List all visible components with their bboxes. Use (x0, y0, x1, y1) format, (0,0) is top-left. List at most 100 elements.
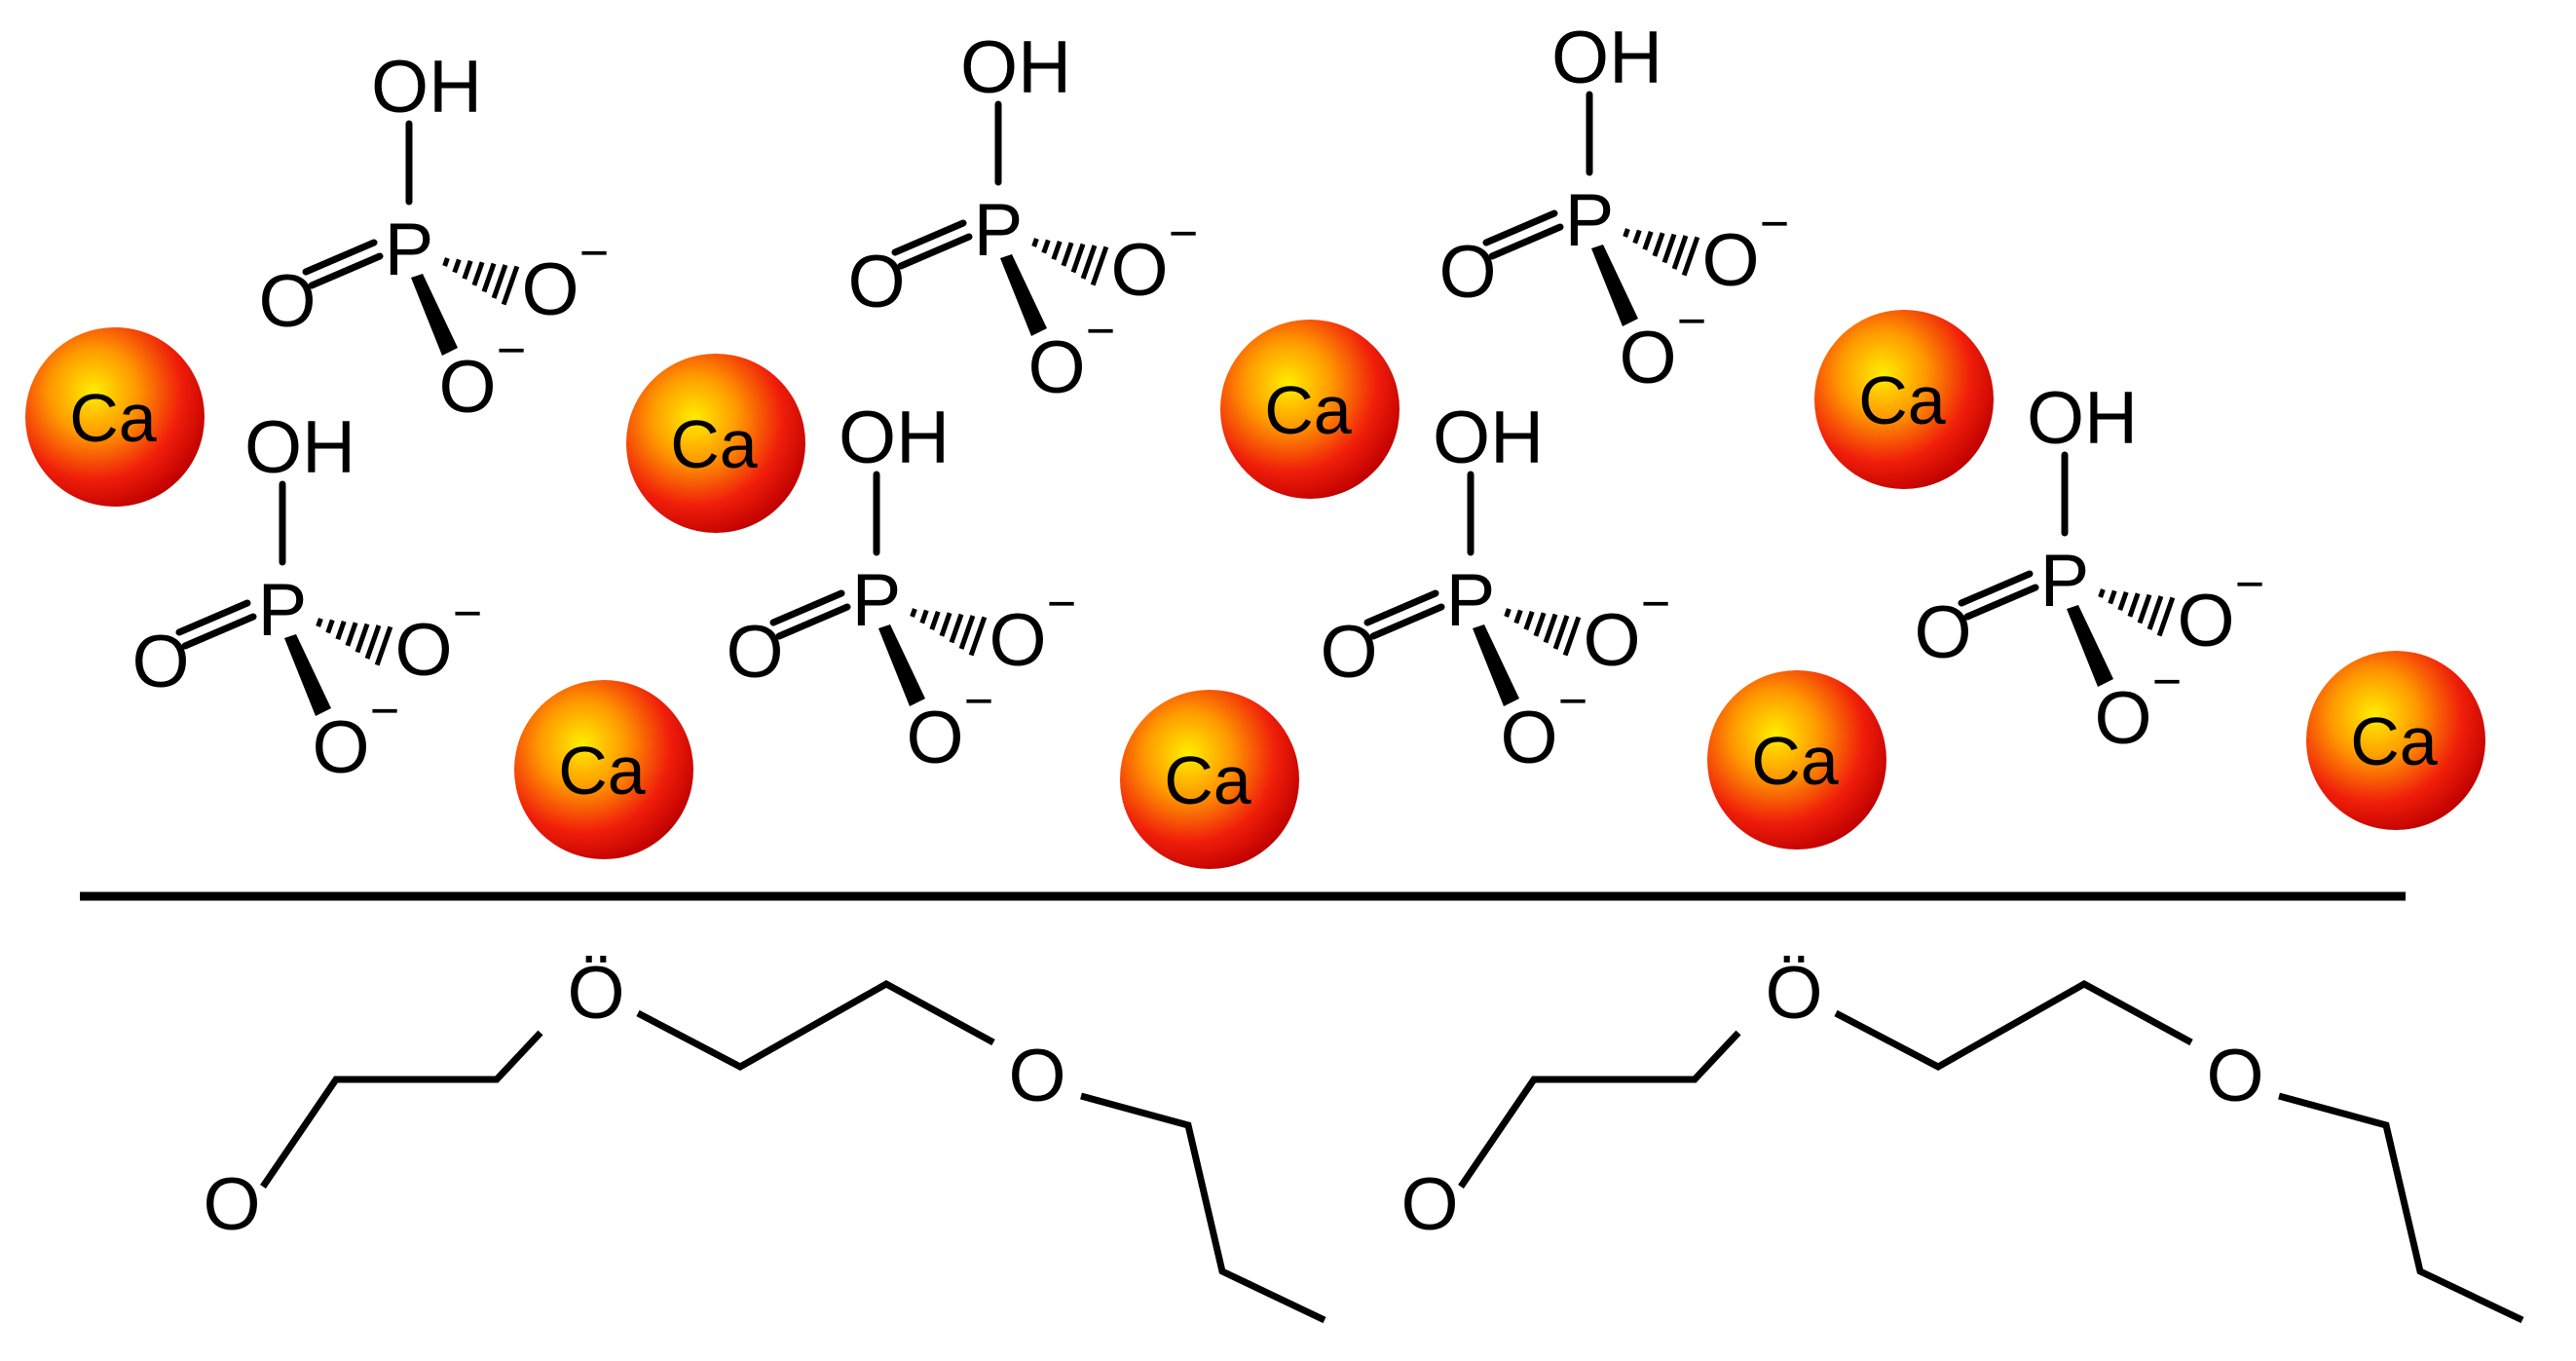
p-o-double-bond (175, 599, 251, 636)
negative-charge-label: − (1558, 673, 1587, 730)
bold-wedge-bond (1591, 245, 1638, 326)
hydroxyl-label: OH (1433, 397, 1544, 479)
calcium-label: Ca (670, 406, 758, 482)
chain-bond (2278, 1092, 2524, 1324)
hydroxyl-label: OH (960, 26, 1071, 109)
negative-charge-label: − (579, 225, 609, 282)
p-o-double-bond (1482, 209, 1558, 246)
bold-wedge-bond (411, 274, 458, 356)
oxygen-label: O (1619, 317, 1676, 399)
p-o-double-bond (302, 239, 378, 276)
negative-charge-label: − (2235, 556, 2264, 613)
hashed-wedge-bond (1504, 608, 1582, 657)
p-o-double-bond (897, 233, 973, 270)
p-o-double-bond (891, 219, 967, 256)
chain-bond (1834, 979, 2193, 1071)
p-o-double-bond (769, 589, 845, 626)
hydroxyl-label: OH (371, 46, 482, 129)
calcium-sphere (25, 327, 205, 507)
negative-charge-label: − (497, 322, 526, 379)
calcium-label: Ca (69, 380, 157, 456)
negative-charge-label: − (964, 673, 993, 730)
oxygen-label: O (438, 346, 496, 429)
oxygen-label: O (906, 697, 963, 779)
phosphorus-label: P (852, 559, 902, 642)
calcium-ion: Ca (1814, 310, 1994, 489)
oxygen-label: O (312, 706, 369, 789)
calcium-sphere (626, 354, 805, 533)
calcium-label: Ca (1751, 723, 1839, 799)
p-o-double-bond (308, 252, 384, 289)
hashed-wedge-bond (1031, 238, 1109, 286)
calcium-label: Ca (558, 733, 646, 809)
calcium-sphere (1707, 670, 1886, 850)
polymer-chain: OÖO (203, 952, 1326, 1324)
negative-charge-label: − (370, 683, 399, 739)
polymer-chain: OÖO (1400, 952, 2524, 1324)
oxygen-label: O (1110, 229, 1168, 312)
oxygen-label: O (394, 609, 452, 692)
p-o-double-bond (1958, 570, 2034, 607)
negative-charge-label: − (1677, 293, 1706, 350)
phosphorus-label: P (258, 569, 308, 652)
oxygen-label: O (1500, 697, 1557, 779)
chain-bond (1080, 1092, 1326, 1324)
p-o-double-bond (1369, 603, 1445, 640)
oxygen-label: O (847, 241, 905, 323)
phosphorus-label: P (2040, 540, 2090, 623)
bold-wedge-bond (1000, 254, 1047, 336)
calcium-ion: Ca (1707, 670, 1886, 850)
calcium-sphere (1814, 310, 1994, 489)
calcium-ion: Ca (1220, 320, 1400, 499)
oxygen-label: O (1583, 599, 1640, 682)
phosphorus-label: P (1446, 559, 1496, 642)
oxygen-label: O (989, 599, 1046, 682)
hydroxyl-label: OH (1551, 17, 1662, 99)
p-o-double-bond (181, 613, 257, 650)
calcium-ion: Ca (1120, 690, 1299, 869)
phosphorus-label: P (974, 189, 1024, 272)
oxygen-label: O (1438, 231, 1496, 314)
ether-oxygen-label: O (1008, 1035, 1065, 1117)
chain-bond (260, 1030, 543, 1189)
bold-wedge-bond (1473, 624, 1519, 706)
p-o-double-bond (1488, 223, 1564, 260)
calcium-ion: Ca (2306, 651, 2485, 830)
bold-wedge-bond (2067, 605, 2113, 687)
p-o-double-bond (775, 603, 851, 640)
negative-charge-label: − (2152, 654, 2182, 710)
negative-charge-label: − (1169, 206, 1198, 262)
hashed-wedge-bond (910, 608, 988, 657)
hydroxyl-label: OH (839, 397, 950, 479)
phosphorus-label: P (385, 208, 434, 291)
negative-charge-label: − (1047, 576, 1076, 632)
chain-bond (1458, 1030, 1741, 1189)
hashed-wedge-bond (2098, 588, 2176, 637)
calcium-label: Ca (1164, 742, 1251, 818)
bold-wedge-bond (878, 624, 925, 706)
calcium-ion: Ca (626, 354, 805, 533)
ether-oxygen-label: Ö (567, 952, 624, 1035)
calcium-ion: Ca (25, 327, 205, 507)
hashed-wedge-bond (442, 257, 520, 306)
hashed-wedge-bond (316, 618, 393, 666)
oxygen-label: O (1320, 611, 1377, 694)
negative-charge-label: − (1760, 196, 1789, 252)
oxygen-label: O (2094, 677, 2151, 760)
negative-charge-label: − (453, 586, 482, 642)
calcium-sphere (2306, 651, 2485, 830)
calcium-sphere (514, 680, 693, 859)
chain-bond (636, 979, 995, 1071)
bold-wedge-bond (284, 634, 331, 716)
oxygen-label: O (2177, 580, 2234, 662)
p-o-double-bond (1363, 589, 1439, 626)
